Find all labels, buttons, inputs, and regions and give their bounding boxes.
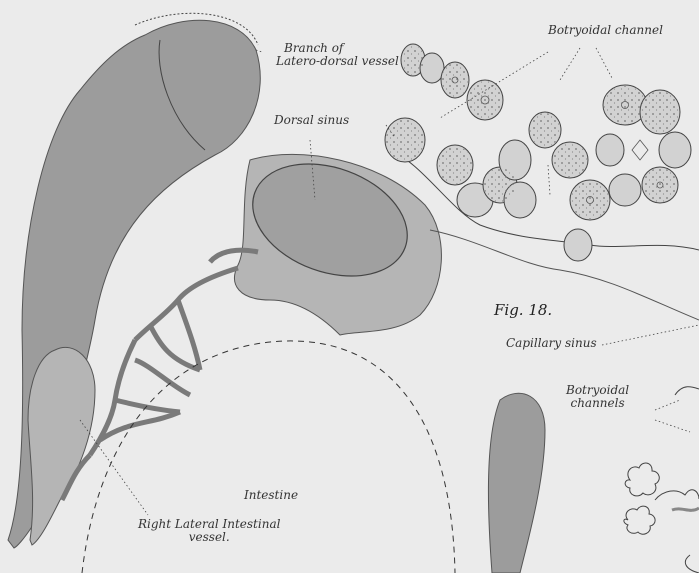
- bottom-right-channels: [624, 387, 699, 573]
- botryoidal-channel-label: Botryoidal channel: [548, 24, 663, 37]
- right-lateral-label: Right Lateral Intestinal vessel.: [138, 518, 280, 544]
- capillary-sinus-label: Capillary sinus: [506, 337, 597, 350]
- right-lateral-line2: vessel.: [138, 531, 280, 544]
- branch-label: Branch of Latero-dorsal vessel: [276, 42, 399, 68]
- dorsal-sinus-label: Dorsal sinus: [274, 114, 349, 127]
- figure-label: Fig. 18.: [494, 304, 552, 317]
- branch-label-line2: Latero-dorsal vessel: [276, 55, 399, 68]
- vessel-lower-lobe: [28, 347, 95, 545]
- cell-cluster-hollow: [632, 140, 648, 160]
- lower-vessel: [488, 393, 545, 573]
- botryoidal-channels-label: Botryoidal channels: [566, 384, 629, 410]
- botryoidal-channels-line2: channels: [566, 397, 629, 410]
- intestine-label: Intestine: [244, 489, 298, 502]
